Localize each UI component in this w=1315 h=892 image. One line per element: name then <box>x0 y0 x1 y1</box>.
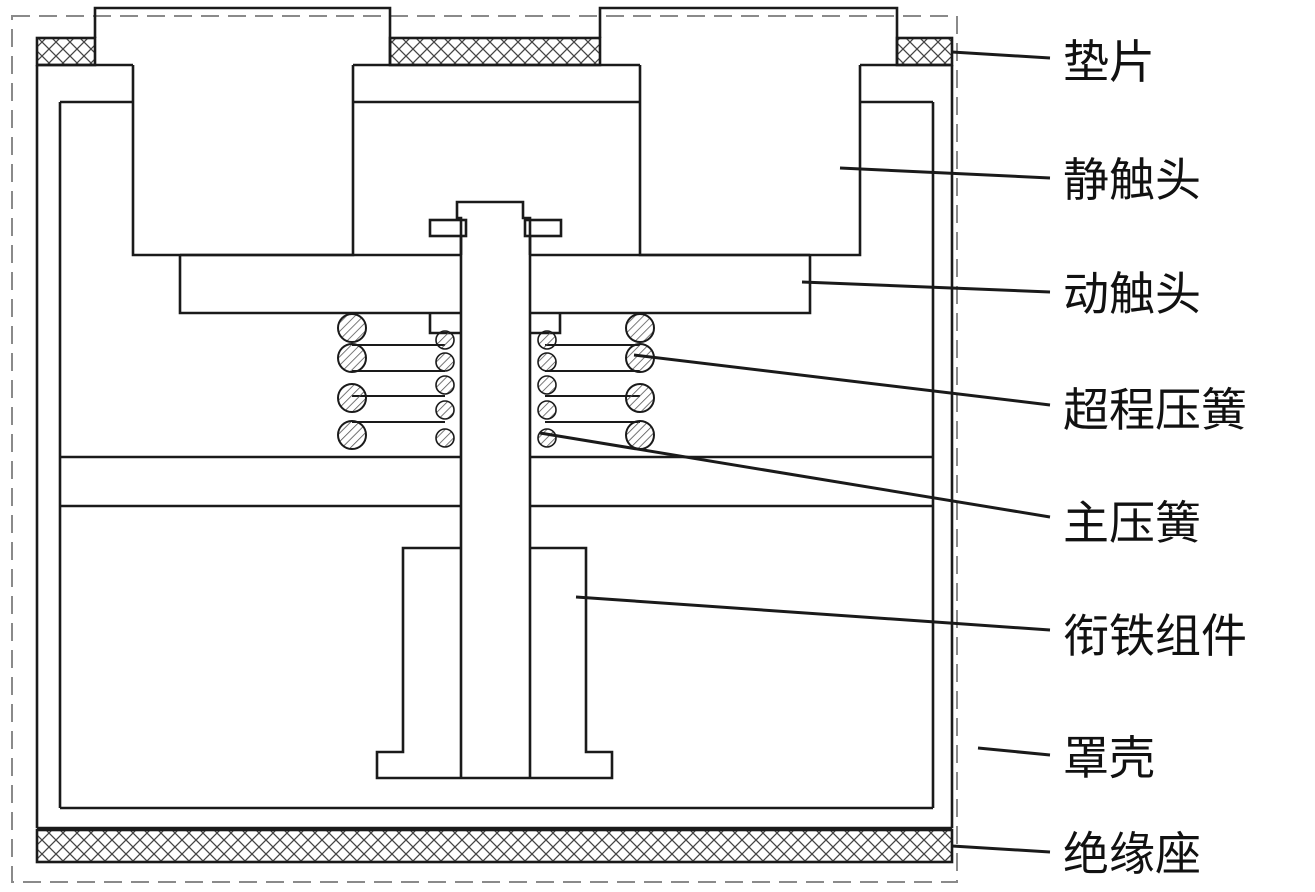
overtravel-spring <box>337 313 655 450</box>
static-contact-right <box>598 6 899 257</box>
label-moving-contact: 动触头 <box>1063 267 1201 321</box>
gasket-top <box>35 36 954 67</box>
cover-outline <box>11 15 958 883</box>
leader-moving-contact <box>801 280 1051 294</box>
main-spring <box>435 330 557 448</box>
housing-inner <box>58 100 935 810</box>
shaft-pin-right <box>523 218 563 238</box>
leader-cover <box>977 746 1051 757</box>
leader-gasket <box>951 50 1051 60</box>
leader-armature <box>575 595 1051 632</box>
leader-lines <box>539 50 1051 854</box>
label-insulating-base: 绝缘座 <box>1063 827 1201 881</box>
leader-static-contact <box>839 166 1051 180</box>
central-shaft <box>459 237 532 778</box>
spring-seat-plate <box>60 455 933 508</box>
static-contact-left <box>93 6 392 257</box>
housing-outer <box>35 63 954 830</box>
label-armature-assembly: 衔铁组件 <box>1063 609 1247 663</box>
insulating-base <box>35 828 954 864</box>
label-overtravel-spring: 超程压簧 <box>1063 383 1247 437</box>
label-main-spring: 主压簧 <box>1063 496 1201 550</box>
label-cover: 罩壳 <box>1063 731 1155 785</box>
shaft-pin-left <box>428 218 468 238</box>
leader-overtravel-spring <box>633 353 1051 407</box>
label-gasket: 垫片 <box>1063 35 1155 89</box>
moving-contact <box>178 253 812 315</box>
leader-main-spring <box>539 431 1051 519</box>
label-static-contact: 静触头 <box>1063 153 1201 207</box>
overtravel-spring-turns <box>352 344 640 423</box>
armature-assembly <box>375 546 614 780</box>
shaft-collar <box>428 313 562 335</box>
shaft-top-cap <box>455 200 532 255</box>
leader-insulating-base <box>951 844 1051 854</box>
